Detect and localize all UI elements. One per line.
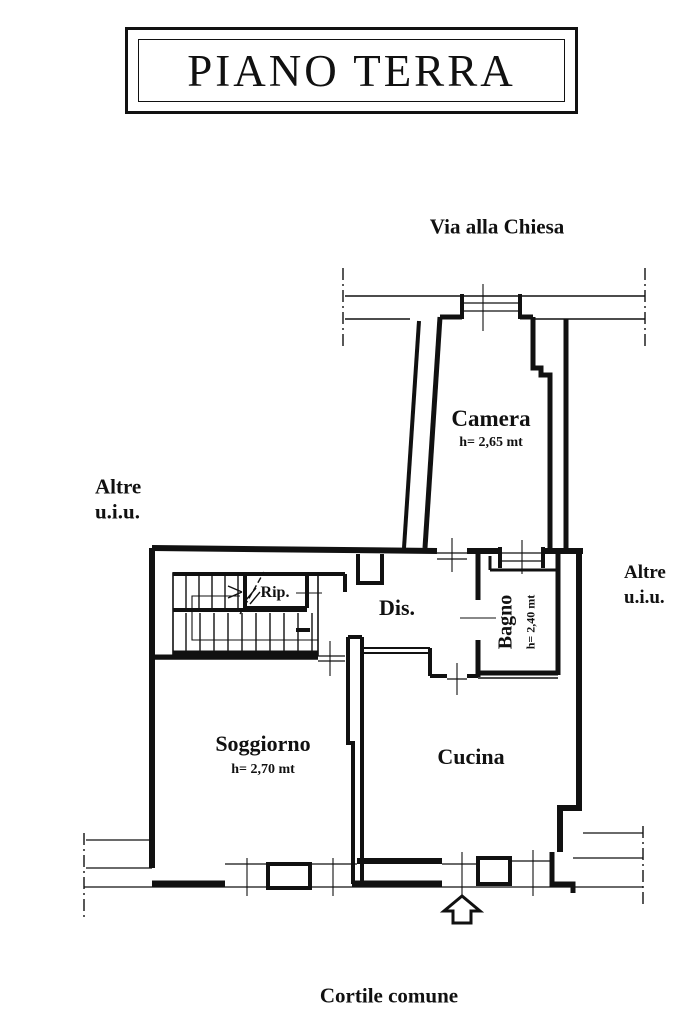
soggiorno-window-1 <box>225 858 268 896</box>
cucina-walls <box>362 647 478 695</box>
stair-steps-lower <box>185 613 313 653</box>
cucina-window-sill <box>476 856 512 886</box>
room-label-cucina: Cucina <box>437 744 505 769</box>
room-label-bagno: Bagno <box>494 594 517 650</box>
stair-direction-arrow-icon <box>227 585 243 599</box>
courtyard-wall <box>84 850 643 898</box>
page-title: PIANO TERRA <box>187 45 516 96</box>
bagno-top-window <box>498 540 545 574</box>
divider-wall <box>346 635 364 884</box>
neighbor-right-label-line1: Altre <box>624 562 666 583</box>
cucina-window-opening <box>510 850 552 896</box>
stair-walk-line <box>191 595 318 641</box>
soggiorno-door-opening <box>318 641 345 676</box>
neighbor-right-label-line2: u.i.u. <box>624 587 665 608</box>
rip-closet-walls <box>243 575 309 610</box>
soggiorno-window-2 <box>310 858 357 896</box>
section-cut-line <box>227 571 265 615</box>
neighbor-left-label-line2: u.i.u. <box>95 499 140 524</box>
room-height-camera: h= 2,65 mt <box>459 435 523 450</box>
room-label-camera: Camera <box>451 406 531 431</box>
extension-lines <box>86 832 643 869</box>
camera-door-opening <box>437 538 467 572</box>
title-plate: PIANO TERRA <box>125 27 578 114</box>
entrance-arrow-icon <box>439 894 485 925</box>
neighbor-left-label-line1: Altre <box>95 474 142 499</box>
boundary-dashdot-lines <box>83 268 646 918</box>
room-label-rip: Rip. <box>260 584 290 601</box>
street-walls <box>345 284 645 331</box>
street-label: Via alla Chiesa <box>429 214 565 239</box>
room-label-soggiorno: Soggiorno <box>215 731 311 756</box>
soggiorno-window-sill <box>266 862 312 890</box>
room-height-soggiorno: h= 2,70 mt <box>231 762 295 777</box>
courtyard-label: Cortile comune <box>319 983 459 1008</box>
room-label-dis: Dis. <box>378 595 416 620</box>
camera-street-window <box>460 284 522 331</box>
staircase <box>152 571 347 660</box>
bagno-walls <box>460 551 561 679</box>
room-height-bagno: h= 2,40 mt <box>523 594 538 650</box>
apartment-outer-walls <box>149 540 583 868</box>
stair-steps-upper <box>185 573 239 609</box>
soggiorno-walls <box>152 641 345 676</box>
entrance-door-opening <box>442 852 478 898</box>
cucina-door-opening <box>447 663 467 695</box>
camera-walls <box>402 314 569 572</box>
title-plate-inner-frame: PIANO TERRA <box>138 39 565 102</box>
